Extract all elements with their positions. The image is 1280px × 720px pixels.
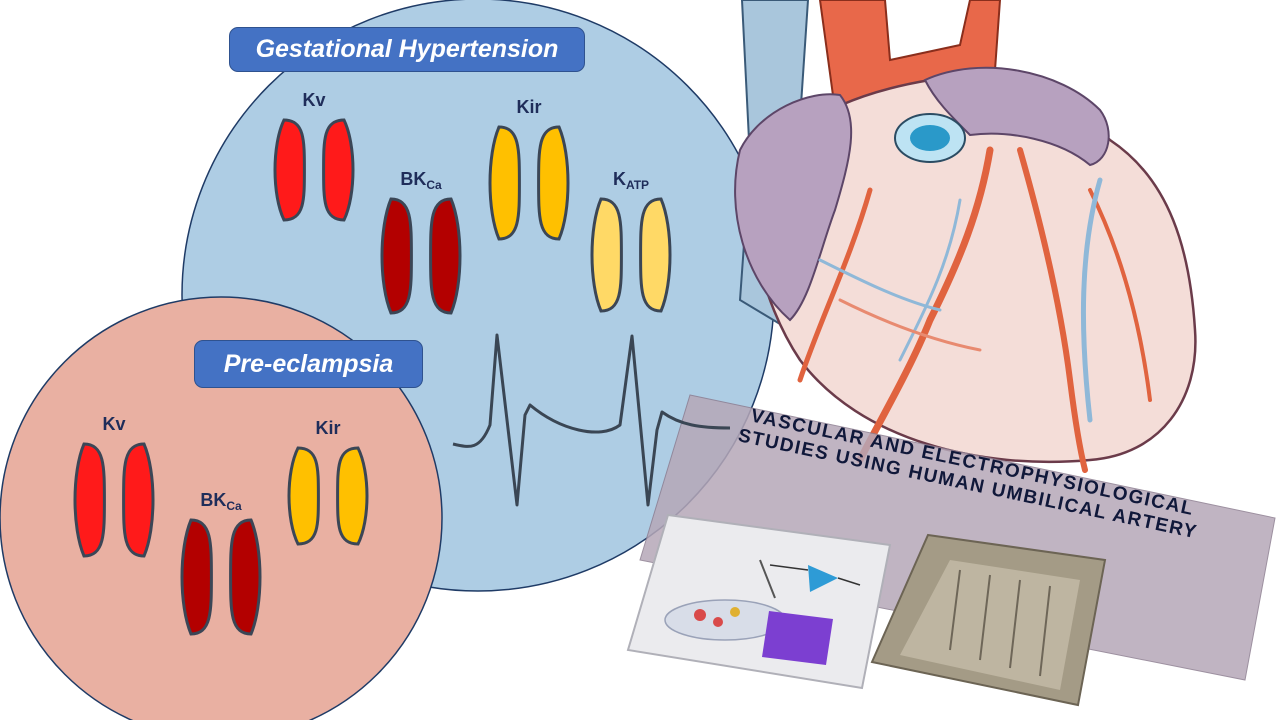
channel-subunit-left (73, 442, 106, 558)
channel-subunit-right (639, 197, 672, 313)
coronary-vein (898, 198, 962, 362)
channel-subunit-left (273, 118, 306, 222)
channel-label: KATP (613, 169, 649, 192)
channel-subunit-right (336, 446, 369, 546)
channel-label: Kir (315, 418, 340, 438)
ion-channel-bkca: BKCa (180, 490, 262, 636)
pre-eclampsia-circle (0, 296, 443, 720)
channel-label: Kv (302, 90, 325, 110)
ion-channel-kv: Kv (273, 90, 355, 222)
channel-subunit-right (429, 197, 462, 315)
study-banner (639, 394, 1276, 681)
coronary-artery (797, 187, 873, 383)
pre-eclampsia-title: Pre-eclampsia (194, 340, 423, 388)
patch-clamp-schematic-photo (626, 513, 892, 690)
channel-label: BKCa (400, 169, 442, 192)
channel-subunit-left (180, 518, 213, 636)
coronary-vein (1080, 177, 1103, 423)
ion-channel-kv: Kv (73, 414, 155, 558)
ion-channel-katp: KATP (590, 169, 672, 313)
channel-label: Kir (516, 97, 541, 117)
channel-subunit-right (122, 442, 155, 558)
coronary-artery (856, 146, 994, 464)
ion-channel-bkca: BKCa (380, 169, 462, 315)
channel-subunit-left (590, 197, 623, 313)
coronary-artery (1088, 188, 1152, 402)
gestational-hypertension-title: Gestational Hypertension (229, 27, 585, 72)
channel-subunit-left (380, 197, 413, 315)
channel-subunit-right (537, 125, 570, 241)
channel-subunit-left (488, 125, 521, 241)
channel-label: BKCa (200, 490, 242, 513)
ion-channel-kir: Kir (287, 418, 369, 546)
channel-subunit-right (229, 518, 262, 636)
coronary-artery (838, 298, 982, 352)
ecg-trace (452, 333, 731, 507)
ion-channel-kir: Kir (488, 97, 570, 241)
coronary-artery (1017, 147, 1088, 473)
coronary-vein (818, 258, 942, 312)
channel-subunit-left (287, 446, 320, 546)
organ-bath-photo (870, 533, 1107, 707)
heart-illustration (734, 0, 1197, 473)
right-atrium (734, 93, 853, 322)
pulmonary-valve-inner (910, 125, 950, 151)
channel-subunit-right (322, 118, 355, 222)
channel-label: Kv (102, 414, 125, 434)
